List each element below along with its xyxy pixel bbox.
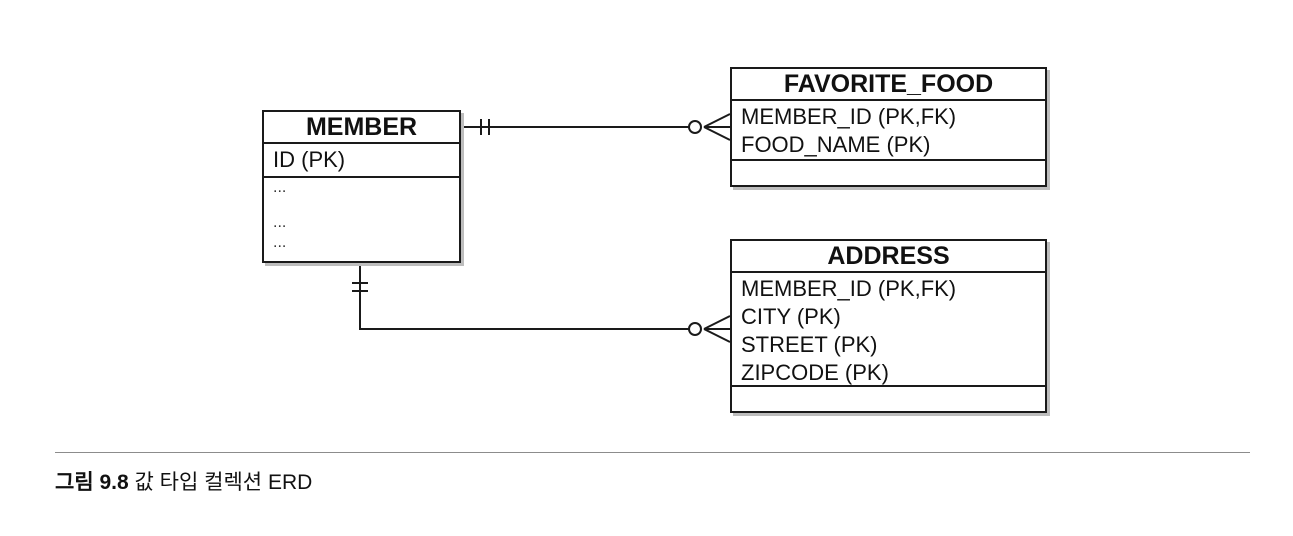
rel-member-address-line bbox=[359, 262, 689, 330]
rel-member-favorite-food-crow-upper bbox=[703, 113, 731, 128]
entity-member-ellipsis-1: ... bbox=[273, 179, 287, 196]
entity-member-ellipsis-2: ... bbox=[273, 214, 287, 231]
figure-caption-text: 값 타입 컬렉션 ERD bbox=[134, 471, 313, 494]
figure-caption-label: 그림 9.8 bbox=[55, 471, 129, 494]
entity-address-attributes: MEMBER_ID (PK,FK) CITY (PK) STREET (PK) … bbox=[732, 273, 1045, 387]
figure-caption: 그림 9.8 값 타입 컬렉션 ERD bbox=[55, 466, 312, 496]
rel-member-favorite-food-crow-lower bbox=[703, 126, 731, 141]
entity-member-title: MEMBER bbox=[264, 112, 459, 144]
entity-member-pk: ID (PK) bbox=[273, 147, 346, 172]
entity-address-attr-zipcode: ZIPCODE (PK) bbox=[741, 360, 889, 385]
entity-member: MEMBER ID (PK) ... ... ... bbox=[262, 110, 461, 263]
entity-member-pk-section: ID (PK) bbox=[264, 144, 459, 178]
entity-favorite-food-title: FAVORITE_FOOD bbox=[732, 69, 1045, 101]
rel-member-address-crow-lower bbox=[703, 328, 731, 343]
entity-address-title: ADDRESS bbox=[732, 241, 1045, 273]
entity-favorite-food-attributes: MEMBER_ID (PK,FK) FOOD_NAME (PK) bbox=[732, 101, 1045, 159]
rel-member-favorite-food-zero-circle bbox=[688, 120, 702, 134]
entity-favorite-food: FAVORITE_FOOD MEMBER_ID (PK,FK) FOOD_NAM… bbox=[730, 67, 1047, 187]
entity-address: ADDRESS MEMBER_ID (PK,FK) CITY (PK) STRE… bbox=[730, 239, 1047, 413]
rel-member-address-crow-upper bbox=[703, 315, 731, 330]
entity-address-attr-member-id: MEMBER_ID (PK,FK) bbox=[741, 276, 957, 301]
caption-divider bbox=[55, 452, 1250, 453]
entity-favorite-food-attr-member-id: MEMBER_ID (PK,FK) bbox=[741, 104, 957, 129]
entity-member-ellipsis-section: ... ... ... bbox=[264, 178, 459, 253]
entity-favorite-food-footer bbox=[732, 159, 1045, 185]
entity-address-attr-street: STREET (PK) bbox=[741, 332, 878, 357]
entity-favorite-food-attr-food-name: FOOD_NAME (PK) bbox=[741, 132, 931, 157]
entity-address-attr-city: CITY (PK) bbox=[741, 304, 841, 329]
entity-member-ellipsis-3: ... bbox=[273, 234, 287, 251]
rel-member-address-zero-circle bbox=[688, 322, 702, 336]
entity-address-footer bbox=[732, 385, 1045, 411]
